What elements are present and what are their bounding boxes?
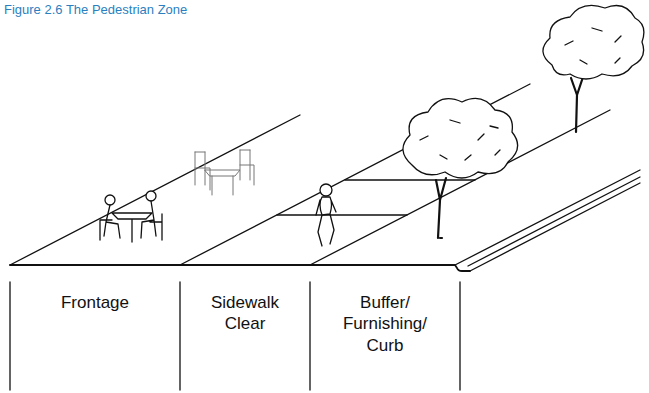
curb-line <box>455 170 640 265</box>
street-line <box>468 177 640 266</box>
paving-joint <box>345 179 475 180</box>
walking-person <box>316 197 336 246</box>
zone-label: Frontage <box>20 292 170 313</box>
frontage-back-line <box>10 115 300 265</box>
seated-person <box>100 205 120 240</box>
walking-person <box>320 184 332 196</box>
tree-trunk <box>571 74 584 132</box>
zone-label: Buffer/ Furnishing/ Curb <box>331 292 439 356</box>
zone-divider <box>10 282 460 390</box>
seated-person <box>146 191 156 201</box>
street-line <box>470 183 640 271</box>
tree-canopy <box>403 98 518 178</box>
seated-person <box>141 201 162 240</box>
cafe-chair <box>195 152 210 190</box>
zone-label: Sidewalk Clear <box>195 292 295 335</box>
figure-title: Figure 2.6 The Pedestrian Zone <box>4 2 187 17</box>
cafe-chair <box>240 150 254 185</box>
paving-joint <box>277 214 407 215</box>
tree-trunk <box>436 178 446 238</box>
canopy-detail <box>565 28 621 64</box>
frontage-edge-line <box>180 84 530 265</box>
ground-edge <box>10 265 470 271</box>
seated-person <box>105 195 115 205</box>
tree-canopy <box>543 5 644 79</box>
canopy-detail <box>420 120 500 160</box>
